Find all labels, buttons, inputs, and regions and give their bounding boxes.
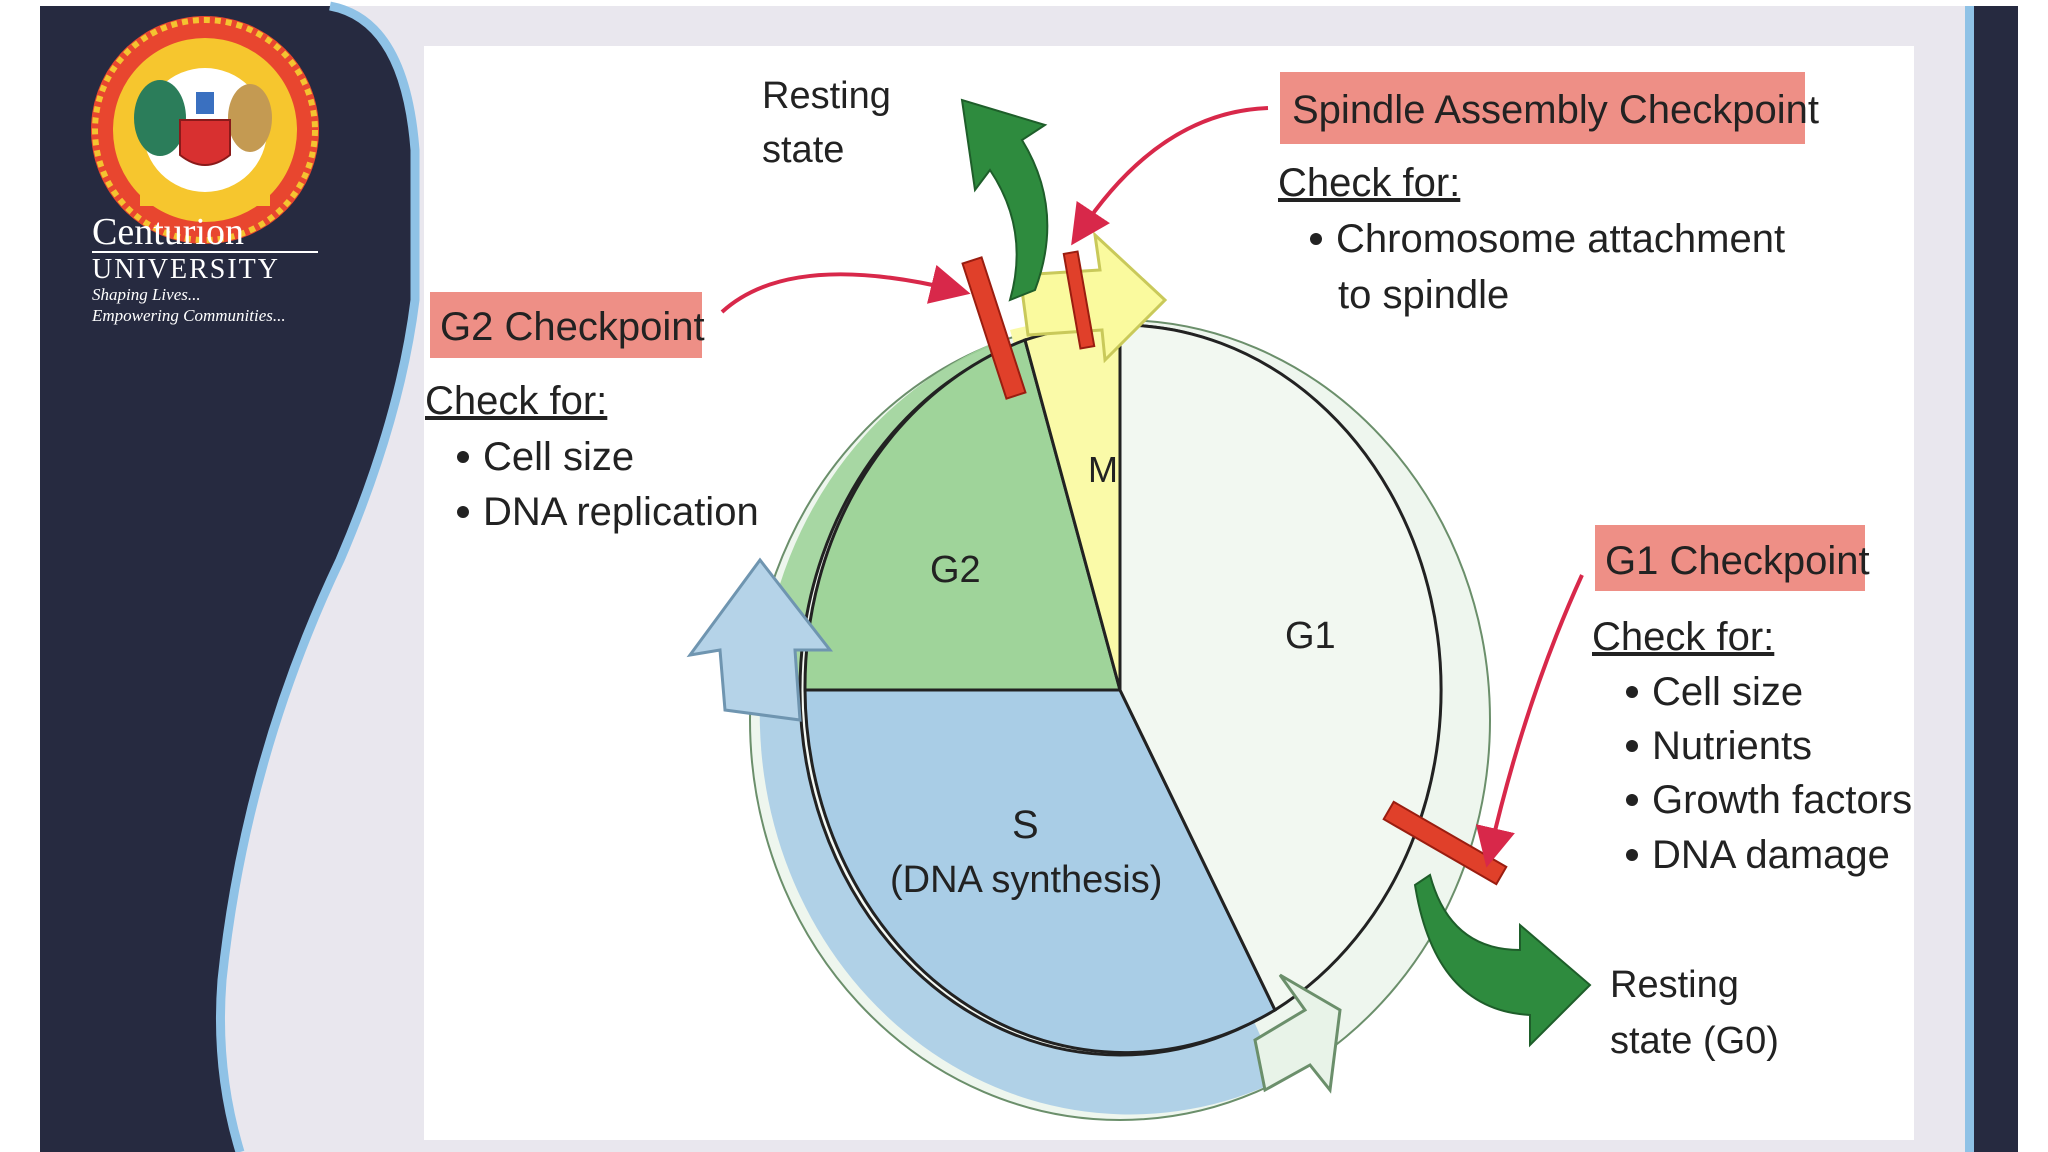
- g2-bullet-2: [457, 506, 469, 518]
- phase-label-g2: G2: [930, 549, 981, 591]
- brand-name: Centurion: [92, 211, 244, 253]
- resting-top-line1: Resting: [762, 75, 891, 117]
- right-accent-strip: [1965, 6, 1974, 1152]
- centurion-university-seal-icon: [91, 16, 319, 244]
- g1-pointer-arrow: [1475, 574, 1584, 868]
- spindle-checkpoint-bar: [1062, 250, 1096, 350]
- g2-check-for: Check for:: [425, 379, 607, 423]
- g1-item-2: Nutrients: [1652, 724, 1812, 768]
- brand-name-line2: UNIVERSITY: [92, 254, 280, 285]
- spindle-item-2: to spindle: [1338, 273, 1509, 317]
- spindle-item-1: Chromosome attachment: [1336, 217, 1785, 261]
- sector-s: [803, 688, 1277, 1055]
- phase-label-m: M: [1088, 449, 1118, 490]
- sidebar-panel: [40, 6, 415, 1152]
- g1-checkpoint-bar: [1382, 800, 1508, 886]
- resting-bottom-line2: state (G0): [1610, 1020, 1779, 1062]
- spindle-bullet-1: [1310, 233, 1322, 245]
- spindle-check-for: Check for:: [1278, 161, 1460, 205]
- g2-item-2: DNA replication: [483, 490, 759, 534]
- g1-checkpoint-title: G1 Checkpoint: [1605, 539, 1870, 583]
- g2-item-1: Cell size: [483, 435, 634, 479]
- g1-bullet-3: [1626, 794, 1638, 806]
- spindle-checkpoint-title: Spindle Assembly Checkpoint: [1292, 88, 1819, 132]
- g2-checkpoint-box: [430, 292, 702, 358]
- phase-label-g1: G1: [1285, 615, 1336, 657]
- ring-direction-arrow-left: [686, 557, 834, 722]
- g1-checkpoint-box: [1595, 525, 1865, 591]
- g2-bullet-1: [457, 451, 469, 463]
- g2-checkpoint-bar: [961, 256, 1027, 400]
- g1-item-1: Cell size: [1652, 670, 1803, 714]
- g1-bullet-2: [1626, 740, 1638, 752]
- spindle-checkpoint-box: [1280, 72, 1805, 144]
- g1-item-4: DNA damage: [1652, 833, 1890, 877]
- resting-arrow-bottom: [1413, 873, 1592, 1048]
- sector-g1: [1118, 323, 1443, 1013]
- brand-tagline-1: Shaping Lives...: [92, 285, 201, 304]
- right-dark-strip: [1974, 6, 2018, 1152]
- cell-cycle-diagram: M G2 G1 S (DNA synthesis): [686, 231, 1491, 1121]
- g1-check-for: Check for:: [1592, 615, 1774, 659]
- spindle-pointer-arrow: [1071, 106, 1269, 246]
- sidebar-accent-line: [215, 1, 420, 1152]
- g1-bullet-1: [1626, 686, 1638, 698]
- phase-label-s: S: [1012, 803, 1039, 847]
- resting-bottom-line1: Resting: [1610, 964, 1739, 1006]
- g2-checkpoint-title: G2 Checkpoint: [440, 305, 705, 349]
- g1-item-3: Growth factors: [1652, 778, 1912, 822]
- brand-tagline-2: Empowering Communities...: [91, 306, 286, 325]
- ring-direction-arrow-bottom: [1253, 973, 1342, 1094]
- ring-direction-arrow-top: [1018, 231, 1168, 364]
- resting-arrow-top: [960, 98, 1049, 302]
- g1-bullet-4: [1626, 849, 1638, 861]
- phase-label-s-detail: (DNA synthesis): [890, 859, 1162, 901]
- g2-pointer-arrow: [720, 264, 971, 314]
- resting-top-line2: state: [762, 129, 844, 171]
